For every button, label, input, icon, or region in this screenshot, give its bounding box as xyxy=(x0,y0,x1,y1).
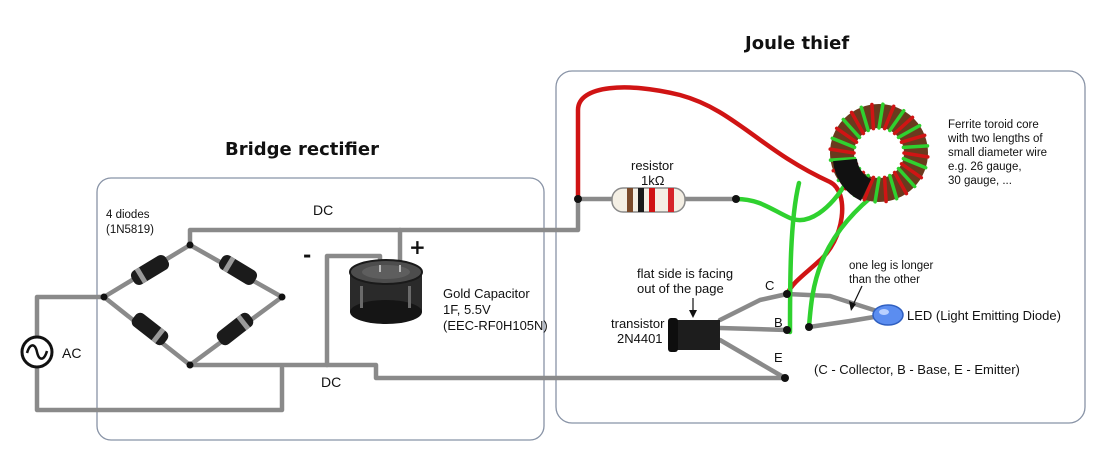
led-leg-short xyxy=(806,313,883,330)
toroid-winding xyxy=(901,144,930,150)
ac-source-icon xyxy=(20,335,54,369)
toroid-note-4: e.g. 26 gauge, xyxy=(948,161,1022,173)
diode xyxy=(131,312,169,346)
joule-title: Joule thief xyxy=(743,33,849,54)
resistor-icon xyxy=(611,187,686,213)
ac-wire-bottom xyxy=(34,364,285,413)
toroid-winding xyxy=(862,175,876,202)
toroid-winding xyxy=(882,175,888,204)
dc-top-rail xyxy=(187,196,581,248)
led-icon xyxy=(872,304,904,326)
capacitor-icon xyxy=(349,259,423,324)
bridge-title: Bridge rectifier xyxy=(225,139,379,160)
bridge-rectifier-box xyxy=(96,177,545,441)
toroid-icon xyxy=(828,102,930,204)
red-wire xyxy=(575,85,845,297)
diode xyxy=(130,255,170,285)
flat-side-arrow-icon xyxy=(689,298,697,318)
capacitor-name: Gold Capacitor xyxy=(443,286,530,301)
toroid-winding xyxy=(892,170,909,196)
toroid-winding xyxy=(849,110,866,136)
diode xyxy=(216,312,254,346)
dc-top-label: DC xyxy=(313,202,333,218)
green-wire-resistor xyxy=(733,177,851,223)
toroid-winding xyxy=(896,166,917,189)
flat-side-note-2: out of the page xyxy=(637,281,724,296)
transistor-leg-c xyxy=(717,291,790,323)
resistor-name: resistor xyxy=(631,158,674,173)
toroid-note-3: small diameter wire xyxy=(948,147,1047,159)
toroid-winding xyxy=(892,115,915,136)
green-wire-led xyxy=(806,187,883,330)
joule-thief-box xyxy=(555,70,1086,424)
dc-bottom-rail xyxy=(187,362,788,381)
pin-e-label: E xyxy=(774,350,783,365)
plus-sign: + xyxy=(409,235,426,259)
toroid-winding xyxy=(882,104,896,131)
toroid-winding xyxy=(902,151,930,159)
transistor-icon xyxy=(668,318,720,352)
leg-note-1: one leg is longer xyxy=(849,260,934,272)
toroid-winding xyxy=(899,133,927,144)
led-label: LED (Light Emitting Diode) xyxy=(907,308,1061,323)
capacitor-rating: 1F, 5.5V xyxy=(443,302,491,317)
toroid-winding xyxy=(828,156,857,162)
toroid-winding xyxy=(888,173,899,201)
dc-bottom-label: DC xyxy=(321,374,341,390)
longer-leg-arrow-icon xyxy=(849,285,863,311)
capacitor-part: (EEC-RF0H105N) xyxy=(443,318,548,333)
pin-b-label: B xyxy=(774,315,783,330)
toroid-winding xyxy=(859,105,870,133)
pin-legend: (C - Collector, B - Base, E - Emitter) xyxy=(814,362,1020,377)
led-leg-long xyxy=(784,291,883,315)
diode xyxy=(218,255,258,285)
green-wires xyxy=(733,177,883,335)
flat-side-note-1: flat side is facing xyxy=(637,266,733,281)
toroid-winding xyxy=(830,136,857,150)
transistor-part: 2N4401 xyxy=(617,331,663,346)
junctions xyxy=(100,195,813,382)
toroid-winding xyxy=(896,123,922,140)
pin-c-label: C xyxy=(765,278,774,293)
diodes-label: 4 diodes xyxy=(106,209,150,221)
toroid-winding xyxy=(877,102,885,130)
toroid-note-5: 30 gauge, ... xyxy=(948,175,1012,187)
transistor-name: transistor xyxy=(611,316,665,331)
green-wire-base xyxy=(787,180,802,335)
toroid-winding xyxy=(870,102,876,131)
transistor-leg-b xyxy=(717,325,790,333)
toroid-winding xyxy=(834,126,859,144)
ac-wire-top xyxy=(34,294,107,340)
toroid-winding xyxy=(888,108,906,133)
toroid-winding xyxy=(901,156,928,170)
toroid-winding xyxy=(828,147,856,155)
leg-note-2: than the other xyxy=(849,274,920,286)
minus-sign: - xyxy=(303,243,311,267)
diodes-part: (1N5819) xyxy=(106,224,154,236)
toroid-winding xyxy=(899,162,924,180)
toroid-winding xyxy=(873,176,881,204)
toroid-note-2: with two lengths of xyxy=(947,133,1043,145)
toroid-note-1: Ferrite toroid core xyxy=(948,119,1039,131)
ac-label: AC xyxy=(62,345,81,361)
toroid-winding xyxy=(841,117,862,140)
transistor-leg-e xyxy=(717,337,788,381)
resistor-value: 1kΩ xyxy=(641,173,665,188)
